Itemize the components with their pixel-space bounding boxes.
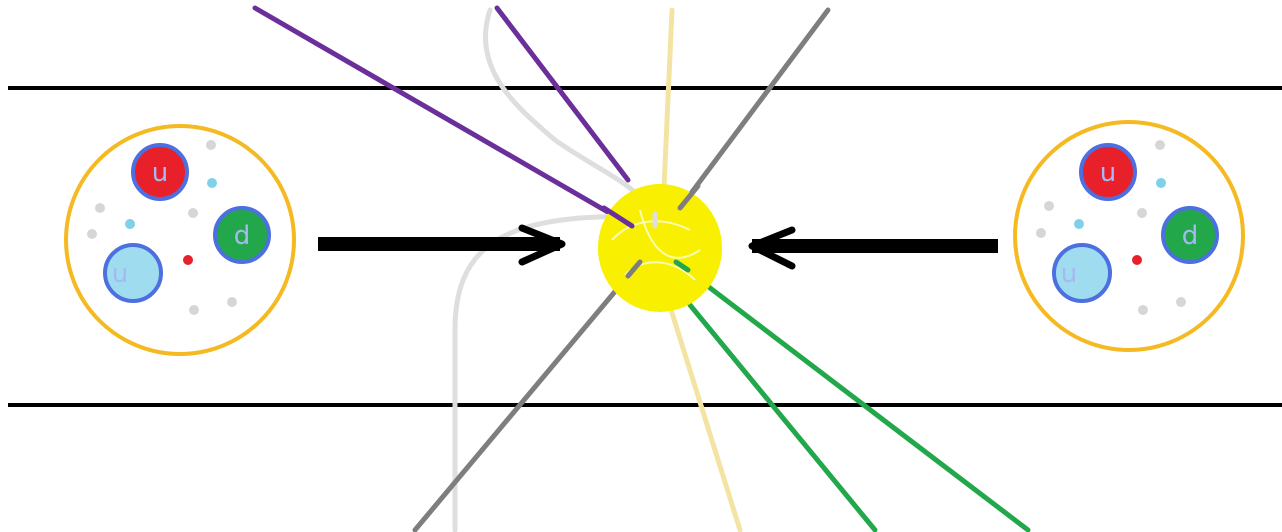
quark-up-red: u (133, 145, 187, 199)
quark-label: u (112, 259, 128, 289)
sea-dot (206, 140, 216, 150)
track-light-gray-upper (485, 10, 640, 200)
quark-label: d (234, 221, 251, 251)
sea-dot (1132, 255, 1142, 265)
track-cream-lower (668, 300, 740, 530)
sea-dot (1044, 201, 1054, 211)
quark-up-blue: u (1054, 245, 1110, 301)
proton-right: u d u (1015, 122, 1243, 350)
track-green-2 (690, 305, 875, 530)
sea-dot (125, 219, 135, 229)
proton-left: u d u (66, 126, 294, 354)
arrow-right-icon (318, 228, 562, 262)
sea-dot (1155, 140, 1165, 150)
sea-dot (189, 305, 199, 315)
sea-dot (1074, 219, 1084, 229)
sea-dot (1138, 305, 1148, 315)
sea-dot (1137, 208, 1147, 218)
track-purple-2 (497, 8, 628, 180)
sea-dot (95, 203, 105, 213)
sea-dot (188, 208, 198, 218)
sea-dot (1036, 228, 1046, 238)
sea-dot (87, 229, 97, 239)
sea-dot (1156, 178, 1166, 188)
quark-down-green: d (215, 208, 269, 262)
sea-dot (207, 178, 217, 188)
sea-dot (1176, 297, 1186, 307)
collision-point (598, 184, 722, 312)
sea-dot (183, 255, 193, 265)
quark-label: u (1061, 259, 1077, 289)
quark-label: u (1100, 158, 1116, 188)
arrow-left-icon (752, 230, 998, 266)
track-purple-1 (255, 8, 632, 226)
quark-down-green: d (1163, 208, 1217, 262)
quark-up-red: u (1081, 145, 1135, 199)
quark-label: d (1182, 221, 1199, 251)
sea-dot (227, 297, 237, 307)
quark-up-blue: u (105, 245, 161, 301)
quark-label: u (152, 158, 168, 188)
track-gray-upper (680, 10, 828, 208)
